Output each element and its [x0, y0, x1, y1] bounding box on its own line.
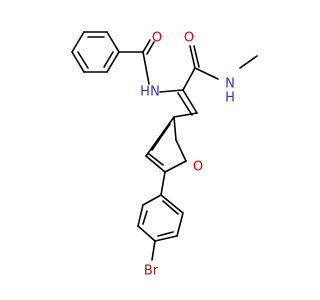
- oxygen-atom-label: O: [152, 31, 162, 46]
- enamide-core: [159, 45, 258, 118]
- molecule-structure: O N H O N H O Br: [71, 31, 258, 279]
- atom-labels: O N H O N H O Br: [140, 31, 235, 279]
- benzoyl-amide: [118, 39, 155, 85]
- nitrogen-atom-label: N: [225, 77, 235, 92]
- hydrogen-atom-label: H: [225, 91, 235, 106]
- benzoyl-ring: [71, 31, 120, 73]
- oxygen-atom-label: O: [193, 160, 203, 175]
- nitrogen-atom-label: N: [150, 85, 160, 100]
- hydrogen-atom-label: H: [140, 85, 150, 100]
- oxygen-atom-label: O: [184, 31, 194, 46]
- furan-ring: [145, 116, 187, 173]
- bromine-atom-label: Br: [144, 264, 159, 279]
- bromophenyl-ring: [137, 171, 184, 261]
